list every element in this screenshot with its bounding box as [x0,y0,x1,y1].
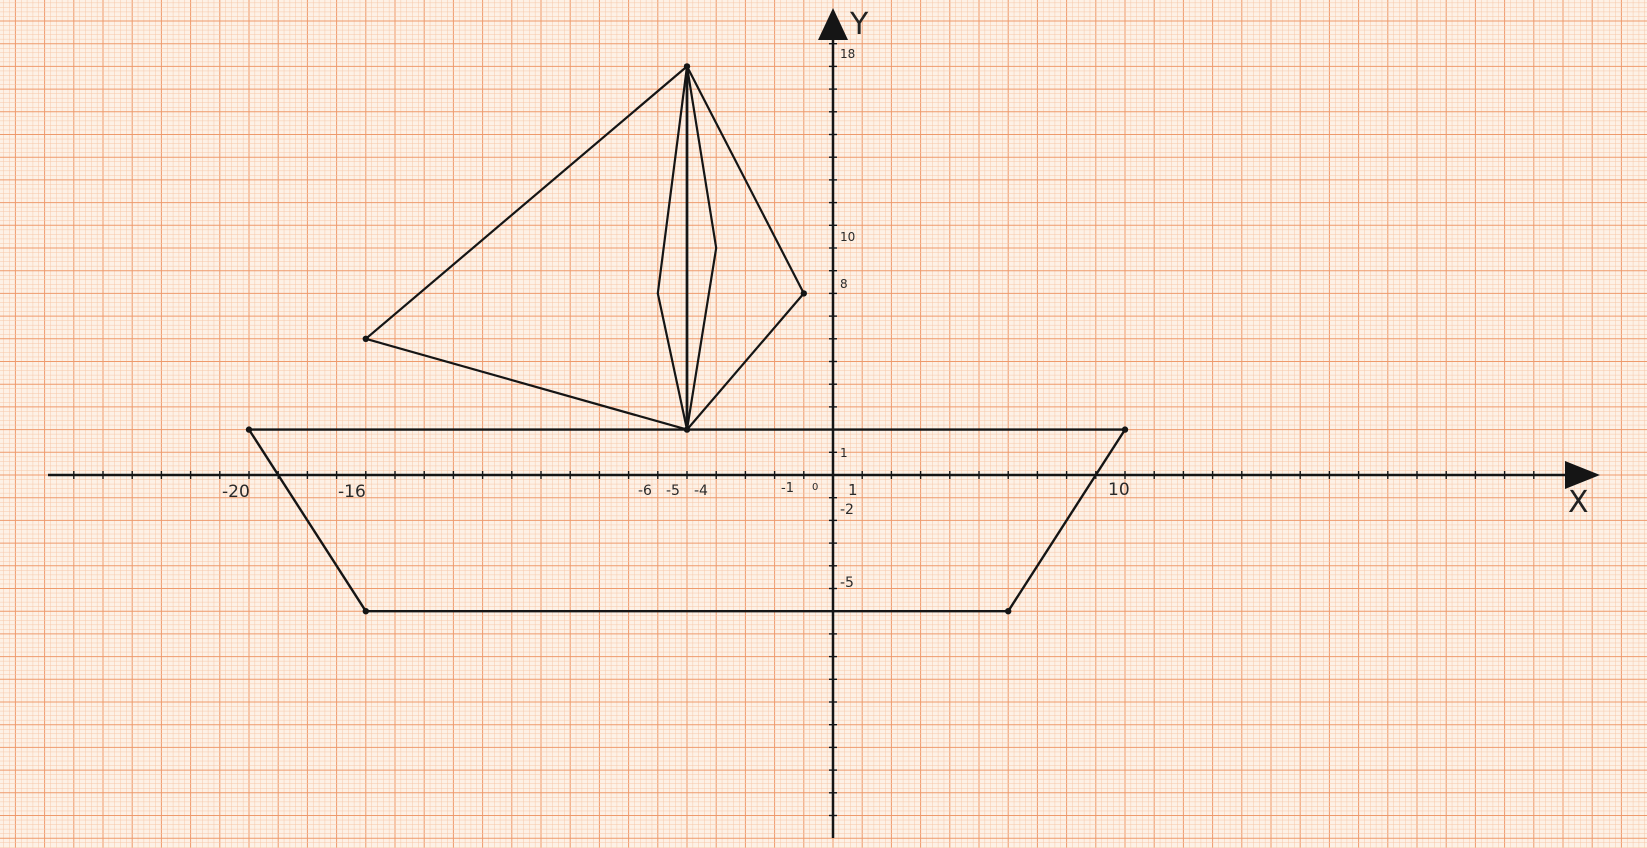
x-tick-label: 0 [812,482,818,493]
axis-tick-marks [73,43,1535,817]
vertex-dots [245,63,1129,615]
y-tick-label: 8 [840,277,848,291]
x-tick-label: -6 [638,483,652,499]
vertex-dot [362,335,369,342]
y-tick-label: 10 [840,230,855,244]
x-tick-label: 1 [848,481,858,499]
x-tick-label: -16 [338,482,366,502]
x-tick-label: -20 [222,482,250,502]
x-tick-label: -1 [781,481,794,496]
x-axis-name: X [1568,485,1589,520]
y-tick-label: -5 [840,575,854,591]
vertex-dot [245,426,253,433]
x-axis [48,461,1600,489]
x-axis-arrow-icon [1565,461,1600,489]
vertex-dot [1121,426,1129,433]
y-tick-label: -2 [840,502,854,518]
y-axis-name: Y [849,7,869,42]
vertex-dot [800,290,807,297]
x-tick-label: -4 [694,483,708,499]
y-tick-label: 18 [840,47,855,61]
y-axis [818,8,848,838]
vertex-dot [683,63,691,70]
x-tick-label: 10 [1108,480,1130,500]
y-tick-label: 1 [840,446,848,460]
vertex-dot [683,426,691,433]
x-tick-label: -5 [666,483,680,499]
vertex-dot [1005,608,1012,615]
y-axis-arrow-icon [818,8,848,40]
vertex-dot [362,608,369,615]
